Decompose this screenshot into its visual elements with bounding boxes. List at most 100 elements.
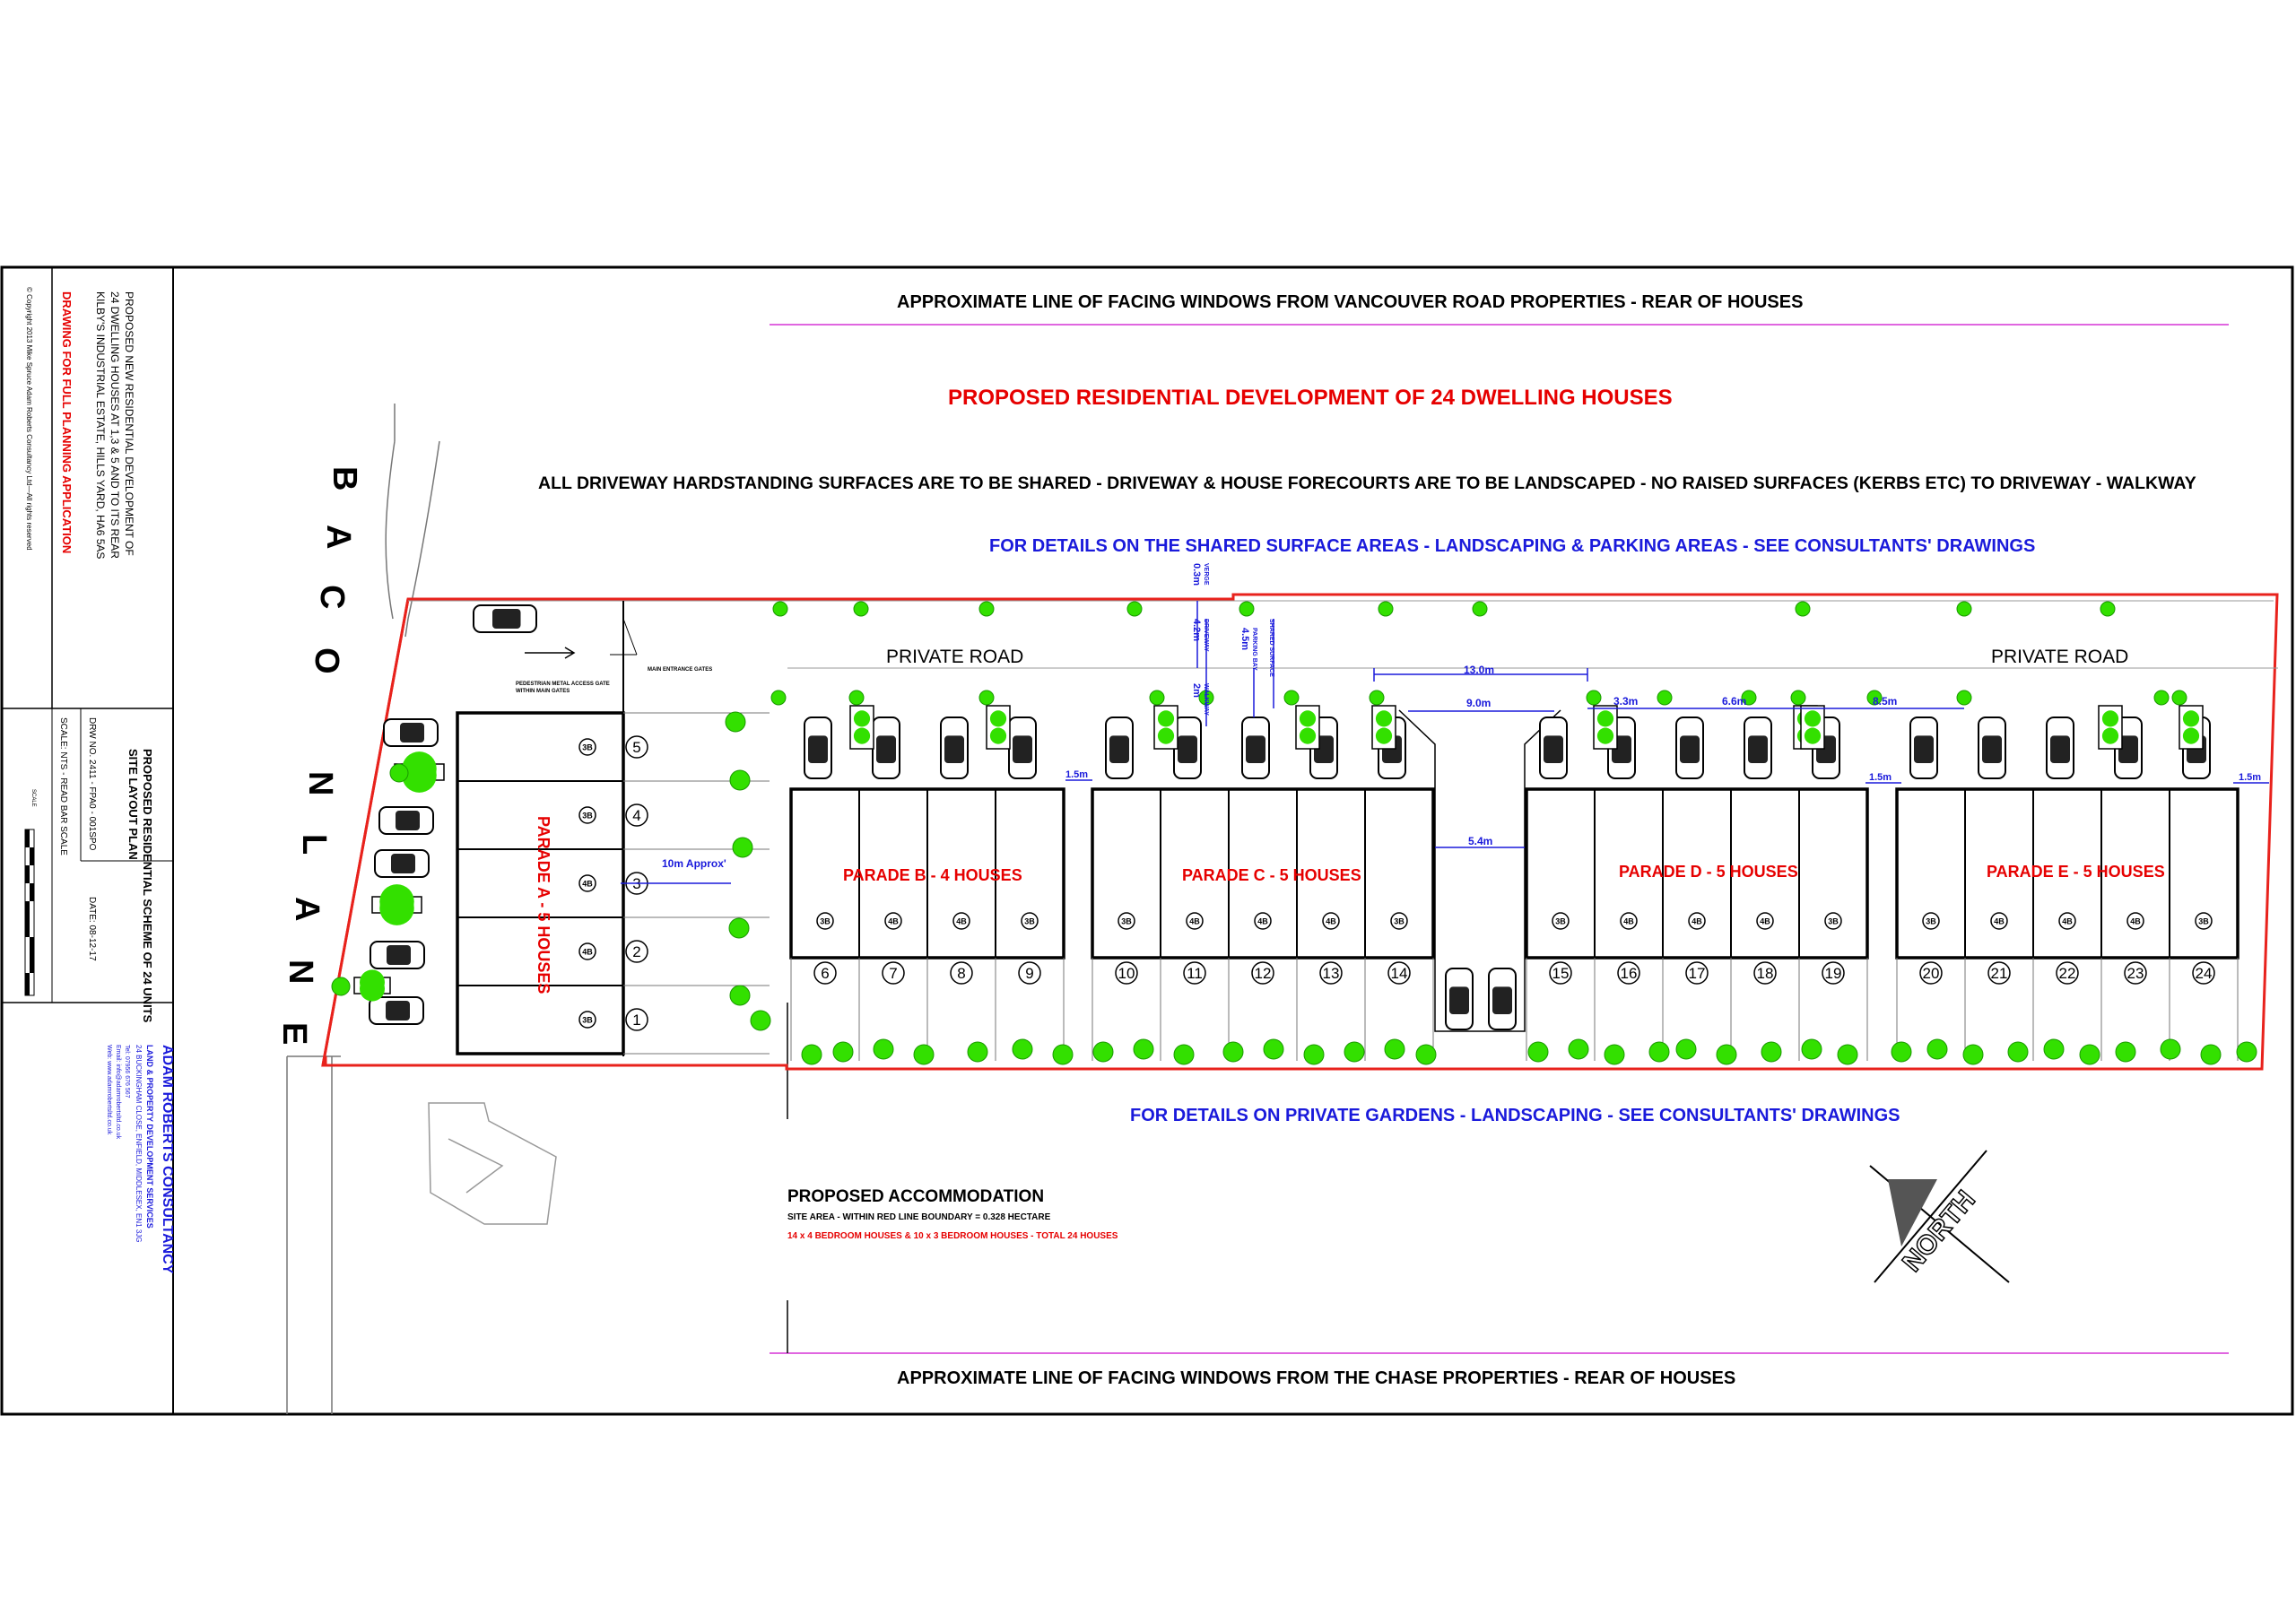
tree-icon	[1891, 1041, 1912, 1063]
note-top-windows: APPROXIMATE LINE OF FACING WINDOWS FROM …	[897, 292, 1803, 312]
accommodation-mix: 14 x 4 BEDROOM HOUSES & 10 x 3 BEDROOM H…	[787, 1231, 1118, 1241]
car-roof	[1449, 986, 1469, 1014]
parked-car-icon	[940, 716, 969, 779]
parking-bay-dim-label: PARKING BAY	[1251, 628, 1257, 671]
tree-icon	[2171, 690, 2187, 706]
project-line-2: 24 DWELLING HOUSES AT 1,3 & 5 AND TO ITS…	[109, 291, 121, 559]
house-type-label: 4B	[1692, 917, 1702, 926]
badge-ring	[1620, 912, 1638, 930]
parked-car-icon	[473, 604, 537, 633]
tree-icon	[1012, 1038, 1033, 1060]
house-number-text: 5	[632, 739, 640, 756]
house-number-ring	[882, 961, 905, 985]
planter-plant	[379, 890, 414, 925]
car-roof	[1492, 986, 1512, 1014]
tree-icon	[1283, 690, 1300, 706]
shared-surface-dim-label: SHARED SURFACE	[1268, 619, 1274, 677]
dimension-1-5m-end: 1.5m	[2239, 772, 2261, 783]
note-driveway: ALL DRIVEWAY HARDSTANDING SURFACES ARE T…	[538, 473, 2196, 493]
parked-car-icon	[370, 941, 425, 969]
house-type-badge: 3B	[578, 738, 596, 756]
badge-ring	[1990, 912, 2008, 930]
tree-icon	[1962, 1044, 1984, 1065]
planter-icon	[2179, 705, 2204, 750]
car-roof	[396, 811, 420, 830]
house-type-badge: 4B	[1620, 912, 1638, 930]
car-roof	[1544, 735, 1563, 763]
house-type-badge: 4B	[1756, 912, 1774, 930]
accommodation-title: PROPOSED ACCOMMODATION	[787, 1187, 1044, 1206]
house-type-label: 3B	[1926, 917, 1936, 926]
private-road-label-east: PRIVATE ROAD	[1991, 647, 2128, 667]
parked-car-icon	[1909, 716, 1938, 779]
house-type-label: 3B	[2198, 917, 2209, 926]
badge-ring	[1118, 912, 1135, 930]
house-number-ring	[1919, 961, 1943, 985]
tree-icon	[1741, 690, 1757, 706]
tree-icon	[732, 837, 753, 858]
car-roof	[808, 735, 828, 763]
car-roof	[400, 723, 424, 743]
title-block: PROPOSED NEW RESIDENTIAL DEVELOPMENT OF …	[2, 267, 175, 1274]
house-type-label: 4B	[1326, 917, 1336, 926]
tree-icon	[389, 763, 409, 783]
planter-icon	[1593, 705, 1618, 750]
parked-car-icon	[1173, 716, 1202, 779]
dimension-lines	[621, 601, 2269, 884]
drawing-scale: SCALE: NTS - READ BAR SCALE	[58, 717, 68, 855]
planter-plant	[1157, 710, 1175, 727]
house-number-text: 14	[1391, 965, 1408, 982]
tree-icon	[978, 690, 995, 706]
bacon-lane-letter: E	[275, 1022, 313, 1045]
badge-ring	[1756, 912, 1774, 930]
house-number-ring	[625, 940, 648, 963]
parked-car-icon	[1488, 968, 1517, 1030]
dimension-3-3m: 3.3m	[1613, 695, 1638, 708]
house-type-badge: 3B	[816, 912, 834, 930]
planter-plant	[853, 727, 871, 744]
house-number-text: 15	[1552, 965, 1570, 982]
planter-plant	[1804, 727, 1822, 744]
house-number-text: 17	[1689, 965, 1706, 982]
tree-icon	[1344, 1041, 1365, 1063]
tree-icon	[1415, 1044, 1437, 1065]
house-number-ring	[1018, 961, 1041, 985]
house-type-badge: 4B	[952, 912, 970, 930]
parked-car-icon	[872, 716, 900, 779]
planter-plant	[360, 976, 385, 1002]
badge-ring	[1552, 912, 1570, 930]
verge-label: VERGE	[1203, 563, 1209, 586]
house-number-ring	[625, 1008, 648, 1031]
dimension-4-2m: 4.2m	[1191, 619, 1202, 641]
main-gates-label: MAIN ENTRANCE GATES	[648, 667, 712, 673]
house-type-label: 4B	[1257, 917, 1268, 926]
house-type-label: 4B	[1994, 917, 2005, 926]
house-type-label: 3B	[1024, 917, 1035, 926]
house-number-ring	[2192, 961, 2215, 985]
parked-car-icon	[383, 718, 439, 747]
car-roof	[1748, 735, 1768, 763]
bacon-lane-letter: L	[295, 834, 333, 855]
parked-car-icon	[378, 806, 434, 835]
car-roof	[1680, 735, 1700, 763]
house-type-badge: 4B	[578, 874, 596, 892]
house-type-badge: 4B	[1254, 912, 1272, 930]
parked-car-icon	[1539, 716, 1568, 779]
note-gardens: FOR DETAILS ON PRIVATE GARDENS - LANDSCA…	[1130, 1106, 1900, 1125]
tree-icon	[1956, 690, 1972, 706]
house-number: 6	[813, 961, 837, 985]
badge-ring	[952, 912, 970, 930]
house-number-text: 7	[889, 965, 897, 982]
tree-icon	[1149, 690, 1165, 706]
planter-plant	[853, 710, 871, 727]
house-number-text: 8	[957, 965, 965, 982]
bacon-lane-letter: A	[288, 897, 326, 921]
parked-car-icon	[804, 716, 832, 779]
neighbour-building	[428, 1102, 557, 1225]
badge-ring	[1922, 912, 1940, 930]
car-roof	[944, 735, 964, 763]
tree-icon	[1795, 601, 1811, 617]
house-number: 19	[1822, 961, 1845, 985]
planter-icon	[986, 705, 1011, 750]
car-roof	[387, 945, 411, 965]
